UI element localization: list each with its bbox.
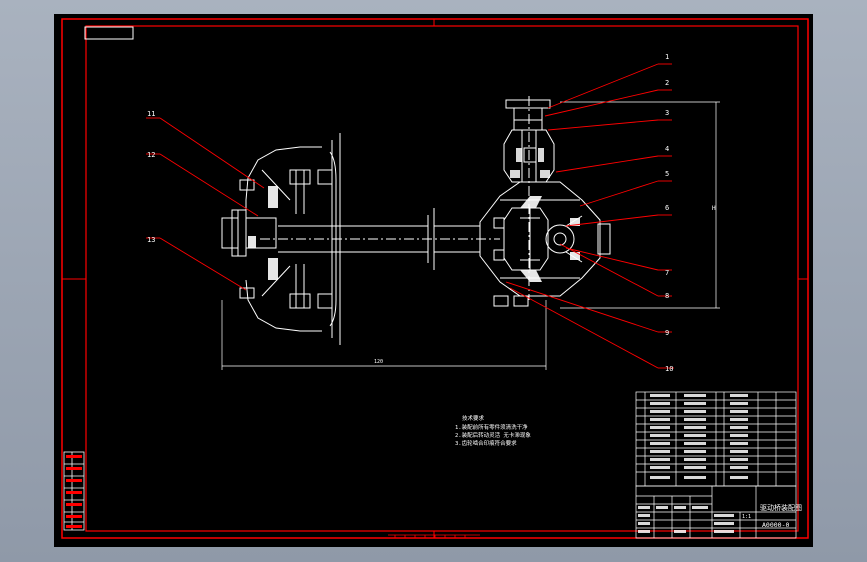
part-balloons: 1 2 3 4 5 6 7 8 9 10 11 12 13 bbox=[147, 53, 673, 373]
parts-list-text bbox=[650, 394, 748, 479]
balloon-9: 9 bbox=[665, 329, 669, 337]
technical-notes: 技术要求 1.装配前所有零件须清洗干净 2.装配后转动灵活 无卡滞现象 3.齿轮… bbox=[455, 414, 531, 447]
width-dimension-label: 120 bbox=[374, 359, 383, 365]
balloon-8: 8 bbox=[665, 292, 669, 300]
drawing-title: 驱动桥装配图 bbox=[760, 503, 802, 512]
balloon-5: 5 bbox=[665, 170, 669, 178]
balloon-6: 6 bbox=[665, 204, 669, 212]
balloon-4: 4 bbox=[665, 145, 669, 153]
height-dimension-label: H bbox=[712, 205, 716, 212]
revision-strip bbox=[63, 451, 85, 531]
tech-note-line-3: 3.齿轮啮合印痕符合要求 bbox=[455, 439, 517, 447]
balloon-13: 13 bbox=[147, 236, 155, 244]
drawing-scale: 1:1 bbox=[742, 514, 751, 520]
title-block-text bbox=[638, 506, 734, 533]
drawing-canvas: 120 H 1 2 3 4 5 6 7 bbox=[61, 18, 809, 539]
tech-notes-heading: 技术要求 bbox=[462, 414, 485, 422]
assembly-drawing bbox=[221, 96, 720, 370]
drawing-number: A0000-0 bbox=[762, 521, 789, 529]
cad-viewport[interactable]: 120 H 1 2 3 4 5 6 7 bbox=[54, 14, 813, 547]
centering-marks bbox=[62, 19, 808, 538]
balloon-11: 11 bbox=[147, 110, 155, 118]
balloon-7: 7 bbox=[665, 269, 669, 277]
leader-lines bbox=[146, 63, 674, 369]
balloon-3: 3 bbox=[665, 109, 669, 117]
balloon-2: 2 bbox=[665, 79, 669, 87]
tech-note-line-2: 2.装配后转动灵活 无卡滞现象 bbox=[455, 431, 531, 439]
bottom-ruler bbox=[388, 534, 480, 539]
dimension-lines bbox=[221, 101, 720, 370]
title-block bbox=[635, 485, 797, 539]
parts-list bbox=[635, 391, 797, 487]
corner-label-box bbox=[84, 26, 134, 40]
balloon-1: 1 bbox=[665, 53, 669, 61]
tech-note-line-1: 1.装配前所有零件须清洗干净 bbox=[455, 423, 528, 431]
balloon-10: 10 bbox=[665, 365, 673, 373]
balloon-12: 12 bbox=[147, 151, 155, 159]
